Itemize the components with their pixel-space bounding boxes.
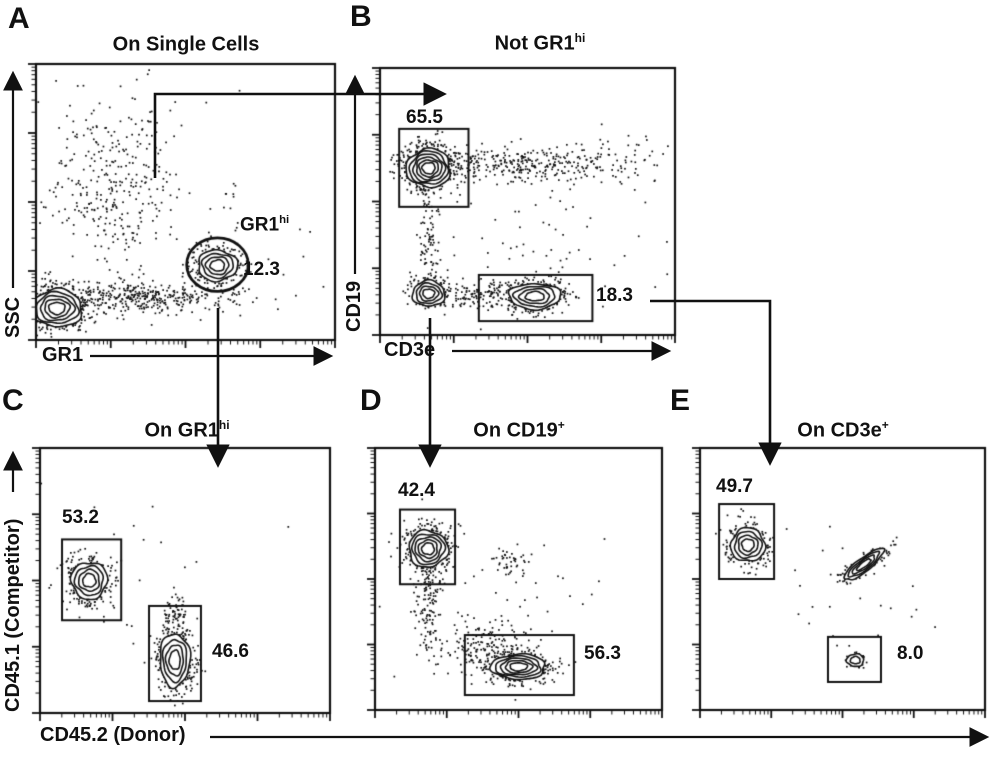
panel-c-plot [26,445,334,727]
panel-e-title: On CD3e+ [797,418,889,442]
gate-label-gr1hi: GR1hi [240,214,290,236]
panel-a-letter: A [8,2,30,35]
panel-e-plot [686,445,989,724]
gate-value-cd3e-pos: 18.3 [596,285,633,306]
gate-value-d-competitor: 42.4 [398,480,435,501]
panel-c-title: On GR1hi [144,418,230,442]
gate-value-c-donor: 46.6 [212,641,249,662]
cd19-axis-label: CD19 [343,280,365,332]
gate-value-d-donor: 56.3 [584,643,621,664]
cd3e-axis-label: CD3e [384,339,436,361]
gate-value-cd19-pos: 65.5 [406,107,443,128]
panel-d-letter: D [360,384,382,417]
cd451-axis-label: CD45.1 (Competitor) [2,518,24,712]
ssc-axis-label: SSC [2,296,24,338]
gate-value-e-donor: 8.0 [897,643,924,664]
gate-value-e-competitor: 49.7 [716,476,753,497]
cd452-axis-label: CD45.2 (Donor) [40,724,186,746]
gr1-axis-label: GR1 [42,344,84,366]
panel-a-title: On Single Cells [112,33,260,56]
panel-b-letter: B [350,0,372,33]
panel-b-title: Not GR1hi [494,31,586,55]
panel-d-title: On CD19+ [473,418,565,442]
gate-value-c-competitor: 53.2 [62,507,99,528]
panel-d-plot [361,445,666,724]
gate-value-gr1hi: 12.3 [243,259,280,280]
panel-a-plot [22,61,339,354]
panel-c-letter: C [2,384,24,417]
panel-e-letter: E [670,384,691,417]
